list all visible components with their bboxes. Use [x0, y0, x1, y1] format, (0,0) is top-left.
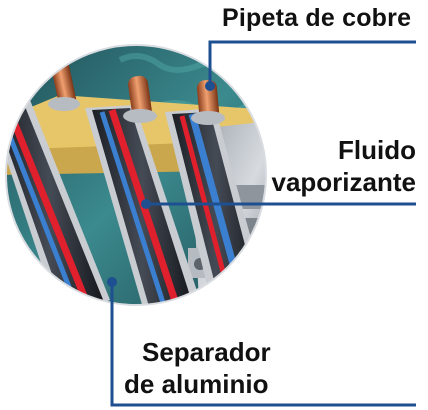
- label-pipeta: Pipeta de cobre: [222, 4, 412, 32]
- vacuum-tube: [6, 59, 110, 305]
- label-fluido-line2: vaporizante: [271, 167, 417, 197]
- leader-line-separador: [110, 282, 416, 407]
- label-separador-line1: Separador: [142, 337, 271, 367]
- label-separador: Separador de aluminio: [124, 336, 271, 400]
- leader-dot-pipeta: [205, 81, 215, 91]
- label-fluido-line1: Fluido: [338, 135, 416, 165]
- label-separador-line2: de aluminio: [124, 369, 269, 399]
- label-fluido: Fluido vaporizante: [272, 134, 417, 198]
- leader-line-pipeta: [208, 40, 416, 86]
- leader-dot-separador: [107, 277, 117, 287]
- magnifier-border: [5, 44, 267, 306]
- leader-dot-fluido: [141, 199, 151, 209]
- magnified-view: [6, 45, 266, 305]
